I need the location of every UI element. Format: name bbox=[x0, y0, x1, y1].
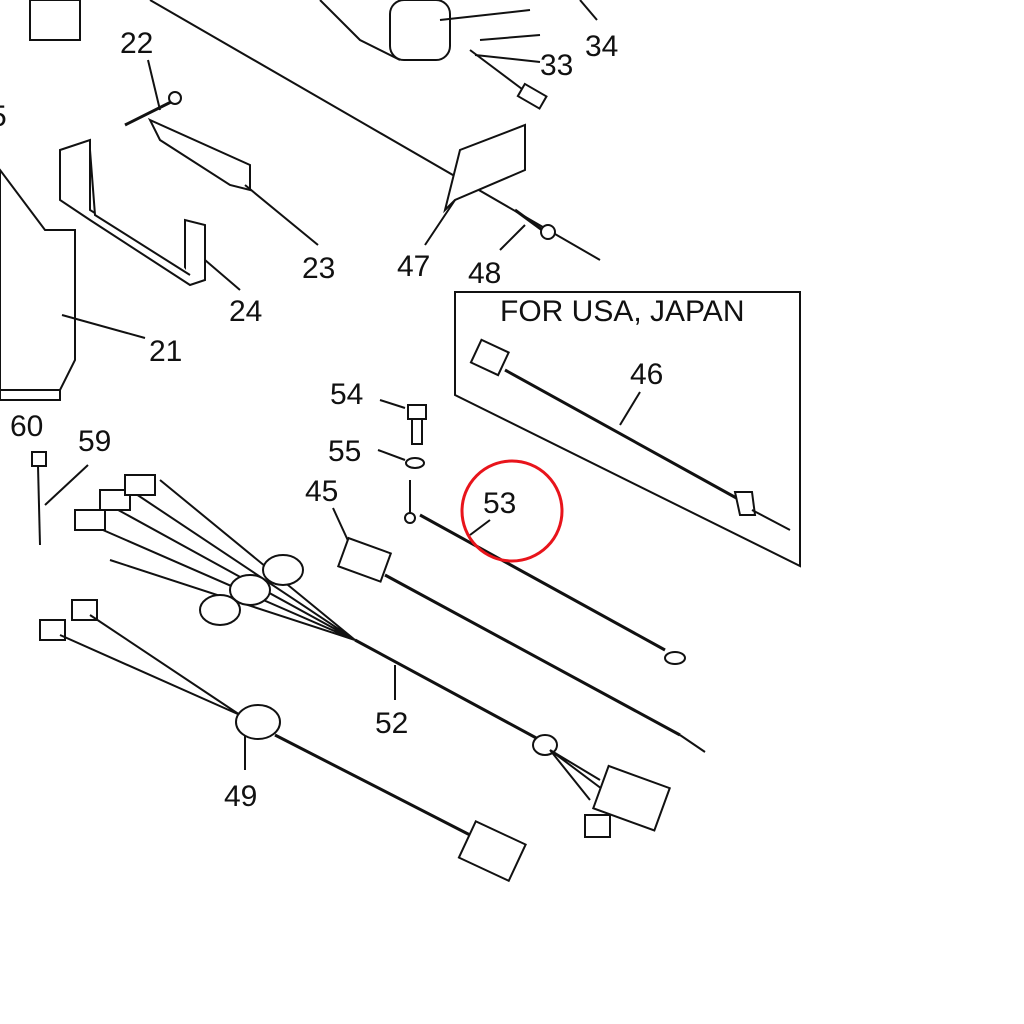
callout-48[interactable]: 48 bbox=[468, 257, 501, 290]
cable-tie-59 bbox=[31, 451, 47, 546]
callout-53[interactable]: 53 bbox=[483, 487, 516, 520]
callout-54[interactable]: 54 bbox=[330, 378, 363, 411]
callout-21[interactable]: 21 bbox=[149, 335, 182, 368]
callout-46[interactable]: 46 bbox=[630, 358, 663, 391]
callout-24[interactable]: 24 bbox=[229, 295, 262, 328]
harness-49 bbox=[39, 599, 527, 883]
callout-22[interactable]: 22 bbox=[120, 27, 153, 60]
callout-60[interactable]: 60 bbox=[10, 410, 43, 443]
callout-52[interactable]: 52 bbox=[375, 707, 408, 740]
inset-usa-japan bbox=[454, 291, 801, 568]
callout-49[interactable]: 49 bbox=[224, 780, 257, 813]
callout-55[interactable]: 55 bbox=[328, 435, 361, 468]
callout-47[interactable]: 47 bbox=[397, 250, 430, 283]
callout-45[interactable]: 45 bbox=[305, 475, 338, 508]
harness-52 bbox=[74, 474, 672, 838]
callout-23[interactable]: 23 bbox=[302, 252, 335, 285]
bracket-47 bbox=[443, 123, 556, 240]
highlight-circle bbox=[460, 459, 564, 563]
callout-5[interactable]: 5 bbox=[0, 100, 7, 133]
callout-59[interactable]: 59 bbox=[78, 425, 111, 458]
callout-34[interactable]: 34 bbox=[585, 30, 618, 63]
parts-54-55-53 bbox=[404, 404, 686, 665]
inset-title: FOR USA, JAPAN bbox=[500, 295, 744, 328]
ecu-assembly bbox=[0, 91, 251, 401]
part-45-cable bbox=[336, 536, 706, 753]
callout-labels: 22 34 33 5 23 47 48 24 21 FOR USA, JAPAN… bbox=[0, 27, 744, 813]
callout-33[interactable]: 33 bbox=[540, 49, 573, 82]
